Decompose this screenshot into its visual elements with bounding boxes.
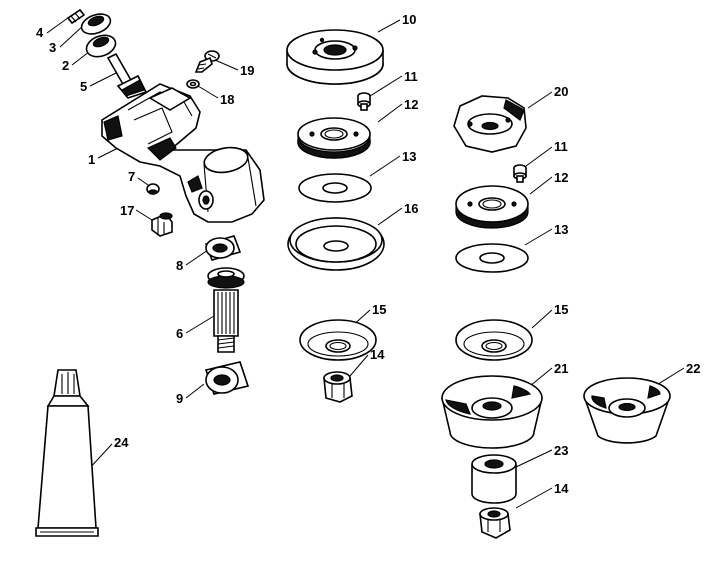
callout-15-right: 15 (554, 302, 569, 317)
part-12-thrust-plate-left (297, 117, 371, 159)
part-7-plug (146, 183, 160, 195)
part-21-protector-cup (441, 375, 543, 449)
callout-11: 11 (404, 69, 418, 84)
part-11-screw-left (357, 92, 371, 111)
callout-14-right: 14 (554, 481, 569, 496)
callout-6: 6 (176, 326, 184, 341)
callout-4: 4 (36, 25, 44, 40)
part-16-shield-plate (287, 217, 385, 271)
part-24-grease-tube (35, 369, 99, 537)
callout-24: 24 (114, 435, 129, 450)
callout-22: 22 (686, 361, 701, 376)
part-12-thrust-plate-right (455, 185, 529, 229)
callout-7: 7 (128, 169, 136, 184)
part-20-guard-plate (453, 95, 527, 153)
part-19-screw (194, 50, 220, 73)
callout-15: 15 (372, 302, 387, 317)
part-14-nut-left (323, 371, 353, 403)
part-23-spacer (471, 454, 517, 504)
callout-2: 2 (62, 58, 70, 73)
part-2-ring-nut (85, 34, 117, 58)
part-17-plug-screw (151, 212, 173, 237)
part-8-ball-bearing (204, 235, 242, 261)
callout-3: 3 (49, 40, 57, 55)
part-18-washer (186, 79, 200, 89)
part-4-grub-screw (66, 8, 86, 25)
callout-20: 20 (554, 84, 569, 99)
callout-14: 14 (370, 347, 385, 362)
leader-lines (46, 14, 685, 509)
callout-21: 21 (554, 361, 569, 376)
callout-10: 10 (402, 12, 417, 27)
callout-5: 5 (80, 79, 88, 94)
part-11-screw-right (513, 164, 527, 183)
part-3-ring-nut (80, 13, 112, 35)
callout-16: 16 (404, 201, 419, 216)
callout-1: 1 (88, 152, 96, 167)
part-15-thrust-washer-left (299, 319, 377, 361)
part-1-gear-housing (101, 83, 265, 223)
callout-23: 23 (554, 443, 569, 458)
part-14-nut-right (479, 507, 511, 539)
part-5-bevel-pinion (106, 52, 148, 99)
callout-8: 8 (176, 258, 184, 273)
callout-18: 18 (220, 92, 235, 107)
callout-13: 13 (402, 149, 417, 164)
part-9-ball-bearing (204, 361, 250, 395)
part-13-washer-right (455, 243, 529, 273)
part-15-thrust-washer-right (455, 319, 533, 361)
part-22-protector-cup (583, 377, 671, 444)
callout-9: 9 (176, 391, 184, 406)
callout-12-right: 12 (554, 170, 569, 185)
callout-13-right: 13 (554, 222, 569, 237)
part-10-thrust-plate (286, 29, 384, 85)
part-6-gear-shaft (207, 267, 245, 353)
callout-12: 12 (404, 97, 419, 112)
callout-11-right: 11 (554, 139, 568, 154)
callout-17: 17 (120, 203, 135, 218)
part-13-washer-left (298, 173, 372, 203)
callout-19: 19 (240, 63, 255, 78)
